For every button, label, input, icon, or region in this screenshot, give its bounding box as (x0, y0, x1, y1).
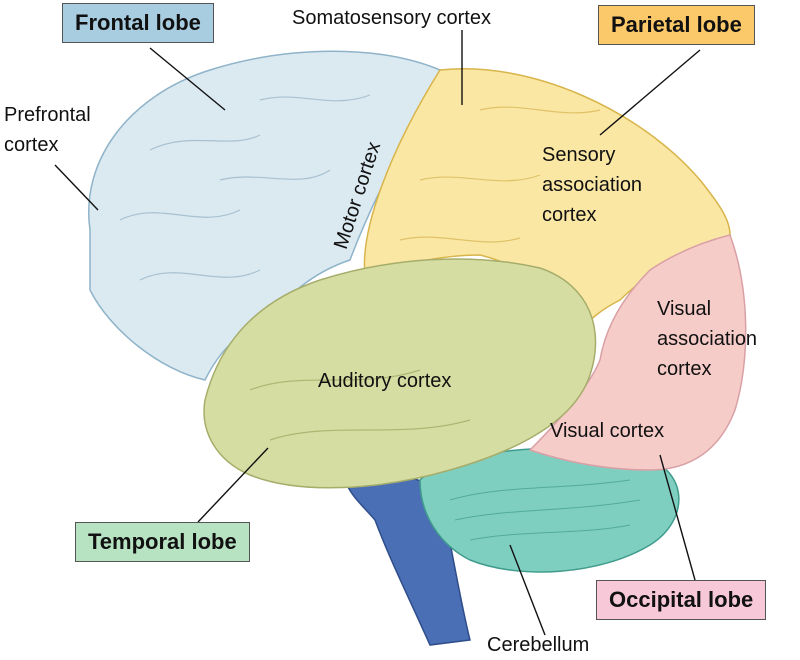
prefrontal-cortex-label-line1: Prefrontal (4, 104, 91, 126)
parietal-gyri (399, 106, 601, 243)
frontal-leader (149, 47, 226, 111)
frontal-lobe-label: Frontal lobe (62, 3, 214, 44)
occipital-lobe-label: Occipital lobe (596, 580, 767, 621)
temporal-lobe-region (203, 258, 597, 489)
visual-association-label-line1: Visual (657, 298, 712, 320)
visual-cortex-label: Visual cortex (550, 420, 665, 442)
sensory-association-label-line2: association (542, 174, 643, 196)
auditory-cortex-label: Auditory cortex (318, 370, 452, 392)
parietal-lobe-label: Parietal lobe (598, 5, 755, 46)
prefrontal-leader (54, 164, 99, 211)
leader-lines (54, 30, 701, 636)
visual-association-label-line2: association (657, 328, 758, 350)
sensory-association-label-line3: cortex (542, 204, 597, 226)
parietal-leader (599, 49, 701, 136)
cerebellum-label: Cerebellum (487, 634, 590, 656)
sensory-association-label-line1: Sensory (542, 144, 616, 166)
occipital-leader (659, 454, 696, 581)
visual-association-label-line3: cortex (657, 358, 712, 380)
frontal-gyri (119, 94, 371, 281)
temporal-leader (197, 447, 269, 523)
temporal-gyri (249, 369, 471, 441)
cerebellum-leader (509, 544, 546, 636)
prefrontal-cortex-label-line2: cortex (4, 134, 59, 156)
cerebellum-folia (449, 479, 641, 541)
somatosensory-cortex-label: Somatosensory cortex (292, 7, 491, 29)
occipital-lobe-region (528, 234, 747, 471)
temporal-lobe-label: Temporal lobe (75, 522, 250, 563)
